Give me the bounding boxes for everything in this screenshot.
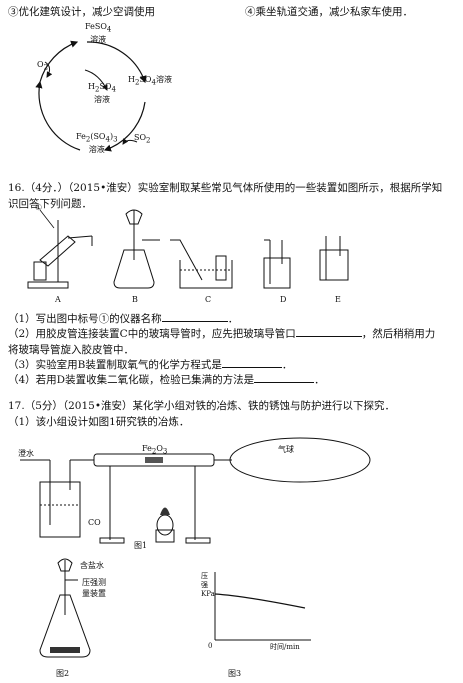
- x-axis-label: 时间/min: [270, 643, 300, 651]
- figure-3-caption: 图3: [228, 669, 242, 678]
- cycle-arc-left-bottom: [35, 80, 81, 151]
- q16-stem-line1: 16.（4分．）（2015•淮安）实验室制取某些常见气体所使用的一些装置如图所示…: [8, 182, 443, 194]
- cycle-arc-right-bottom: [103, 101, 146, 152]
- co-label: CO: [88, 518, 101, 527]
- label-a: A: [55, 295, 61, 304]
- sensor-label: 压强测量装置: [82, 578, 106, 598]
- o2-label: O2: [37, 60, 49, 72]
- q16-stem-line2: 识回答下列问题．: [8, 198, 92, 210]
- cycle-arc-right-top: [86, 41, 147, 84]
- apparatus-a: [27, 209, 93, 289]
- figure-2-flask-setup: [39, 558, 91, 658]
- pressure-curve: [214, 593, 306, 609]
- apparatus-c: [170, 239, 233, 289]
- label-c: C: [205, 295, 212, 304]
- apparatus-d: [263, 239, 291, 289]
- burner: [155, 507, 175, 543]
- label-e: E: [335, 295, 341, 304]
- option-3: ③优化建筑设计，减少空调使用: [8, 6, 155, 18]
- figure-3-pressure-graph: [214, 572, 311, 641]
- apparatus-e: [319, 236, 349, 281]
- q17-sub1: （1）该小组设计如图1研究铁的冶炼．: [8, 416, 190, 428]
- q16-sub3: （3）实验室用B装置制取氧气的化学方程式是．: [8, 357, 293, 371]
- label-b: B: [132, 295, 138, 304]
- answer-blank[interactable]: [161, 311, 228, 322]
- iron-sulfur-cycle-diagram: [35, 40, 147, 152]
- origin-label: 0: [208, 642, 213, 650]
- wash-bottle: [20, 459, 94, 538]
- answer-blank[interactable]: [221, 357, 282, 368]
- balloon: [229, 437, 371, 483]
- answer-blank[interactable]: [295, 326, 362, 337]
- so2-label: SO2: [134, 133, 151, 145]
- inner-arrow: [84, 69, 108, 91]
- option-4: ④乘坐轨道交通，减少私家车使用．: [245, 6, 413, 18]
- marker-1: ①: [35, 203, 43, 212]
- acid-label: 含盐水: [80, 561, 104, 570]
- label-d: D: [280, 295, 287, 304]
- water-label: 澄水: [18, 449, 34, 458]
- balloon-label: 气球: [278, 445, 294, 454]
- figure-1-caption: 图1: [134, 541, 148, 550]
- q17-stem: 17.（5分）（2015•淮安）某化学小组对铁的冶炼、铁的锈蚀与防护进行以下探究…: [8, 400, 396, 412]
- o2-arrow: [44, 61, 53, 78]
- figure-2-caption: 图2: [56, 669, 70, 678]
- h2so4-outer-label: H2SO4溶液: [128, 75, 172, 87]
- q16-sub1: （1）写出图中标号①的仪器名称．: [8, 311, 239, 325]
- q16-apparatus-figure: [27, 209, 349, 289]
- q16-sub4: （4）若用D装置收集二氧化碳，检验已集满的方法是．: [8, 372, 325, 386]
- q16-sub2-line1: （2）用胶皮管连接装置C中的玻璃导管时，应先把玻璃导管口，然后稍稍用力: [8, 326, 436, 340]
- cycle-arc-left-top: [39, 40, 79, 83]
- figure-1-iron-smelting: [20, 437, 371, 544]
- answer-blank[interactable]: [254, 372, 315, 383]
- so2-arrow: [122, 138, 138, 145]
- apparatus-b: [113, 209, 160, 289]
- fe2o3-label: Fe2O3: [142, 444, 168, 456]
- combustion-tube: [93, 453, 232, 544]
- q16-sub2-line2: 将玻璃导管旋入胶皮管中．: [8, 344, 134, 356]
